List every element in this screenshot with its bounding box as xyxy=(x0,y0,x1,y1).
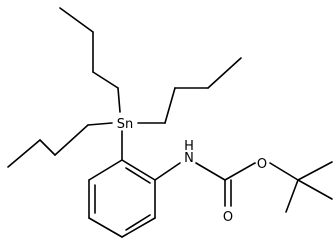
bond xyxy=(154,162,181,181)
bond xyxy=(224,162,256,181)
bond xyxy=(7,139,41,168)
carbamate-group xyxy=(154,162,299,207)
bond xyxy=(297,179,333,200)
bond xyxy=(195,162,226,181)
benzene-ring xyxy=(88,159,156,238)
ring-inner-double-bond xyxy=(125,167,151,184)
bond xyxy=(297,161,333,181)
bond xyxy=(87,122,113,126)
butyl-chain-right xyxy=(137,57,242,124)
bond xyxy=(117,87,121,113)
ring-inner-double-bond xyxy=(125,214,151,231)
bond xyxy=(92,71,119,89)
atom-label-nitrogen-hydrogen: H xyxy=(184,139,194,154)
butyl-chain-left xyxy=(7,122,113,168)
bond xyxy=(164,87,176,124)
bond xyxy=(121,159,156,181)
tert-butyl-group xyxy=(285,161,333,213)
atom-label-tin: Sn xyxy=(117,117,134,132)
bond xyxy=(59,7,94,33)
bond xyxy=(269,162,299,181)
atom-label-ester-oxygen: O xyxy=(257,157,267,172)
atom-label-nitrogen: N xyxy=(184,151,194,166)
bond xyxy=(207,57,242,89)
bond xyxy=(54,124,89,156)
bond xyxy=(39,139,56,156)
bond xyxy=(88,217,123,238)
bond xyxy=(121,217,156,238)
atom-label-carbonyl-oxygen: O xyxy=(223,210,233,225)
butyl-chain-top xyxy=(59,7,121,113)
bond xyxy=(285,179,299,213)
bond xyxy=(88,159,123,181)
